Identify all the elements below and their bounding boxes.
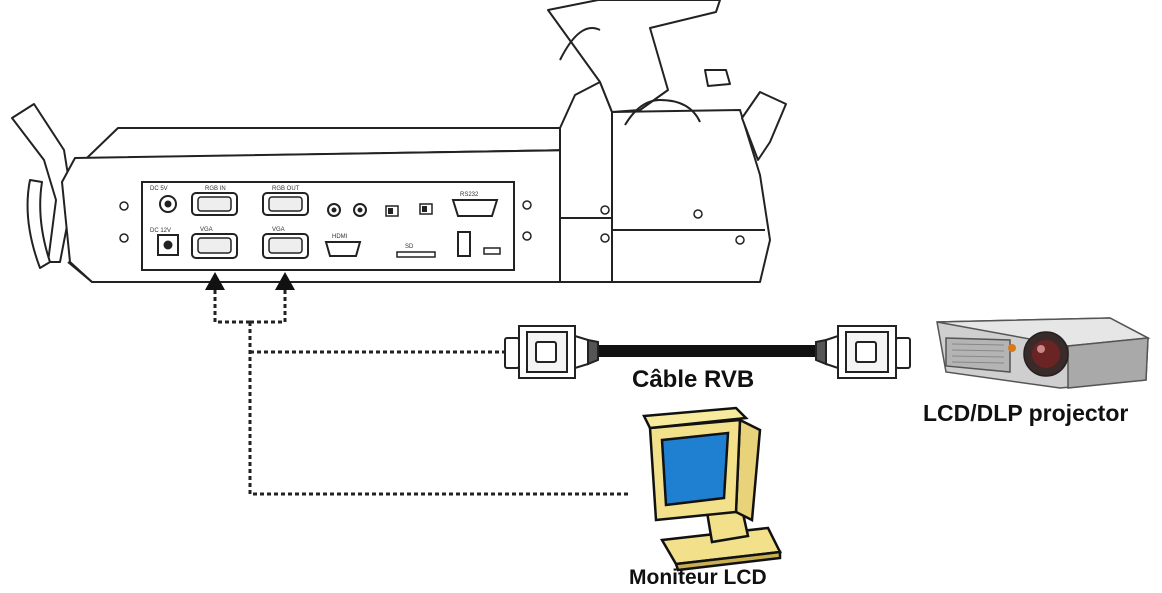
lcd-monitor-icon [642,406,782,572]
svg-text:DC 5V: DC 5V [150,186,168,192]
svg-text:VGA: VGA [200,227,213,233]
svg-text:DC 12V: DC 12V [150,228,171,234]
projector-label: LCD/DLP projector [923,400,1129,426]
svg-text:RS232: RS232 [460,192,479,198]
vga-cable-icon [504,325,911,379]
svg-text:RGB OUT: RGB OUT [272,186,300,192]
cable-label: Câble RVB [632,366,755,393]
svg-text:RGB IN: RGB IN [205,186,226,192]
connector-panel: DC 5V DC 12V RGB IN RGB OUT VGA VGA HDMI… [119,181,745,271]
connection-lines [213,290,628,496]
projector-icon [936,317,1151,389]
svg-text:HDMI: HDMI [332,234,348,240]
svg-text:VGA: VGA [272,227,285,233]
arrow-icon [205,272,295,290]
svg-text:SD: SD [405,244,414,250]
monitor-label: Moniteur LCD [629,566,767,589]
